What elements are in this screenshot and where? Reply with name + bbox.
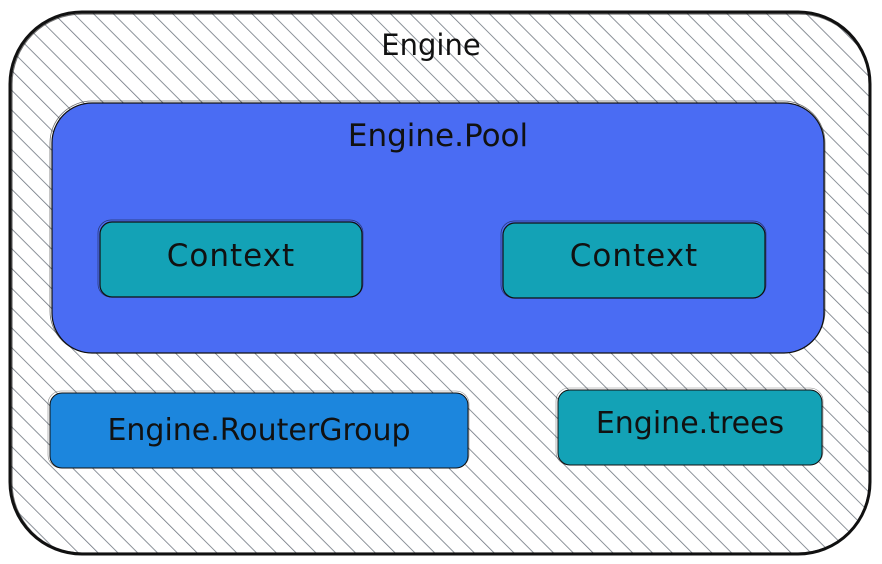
trees-box xyxy=(555,387,824,466)
engine-pool-label: Engine.Pool xyxy=(347,118,529,154)
context-label-left: Context xyxy=(166,238,296,274)
context-box-right xyxy=(500,220,767,299)
trees-label: Engine.trees xyxy=(595,406,785,441)
router-group-box xyxy=(47,390,470,469)
context-box-left xyxy=(97,219,364,298)
context-label-right: Context xyxy=(569,238,699,274)
router-group-label: Engine.RouterGroup xyxy=(107,413,411,448)
engine-label: Engine xyxy=(381,28,481,62)
